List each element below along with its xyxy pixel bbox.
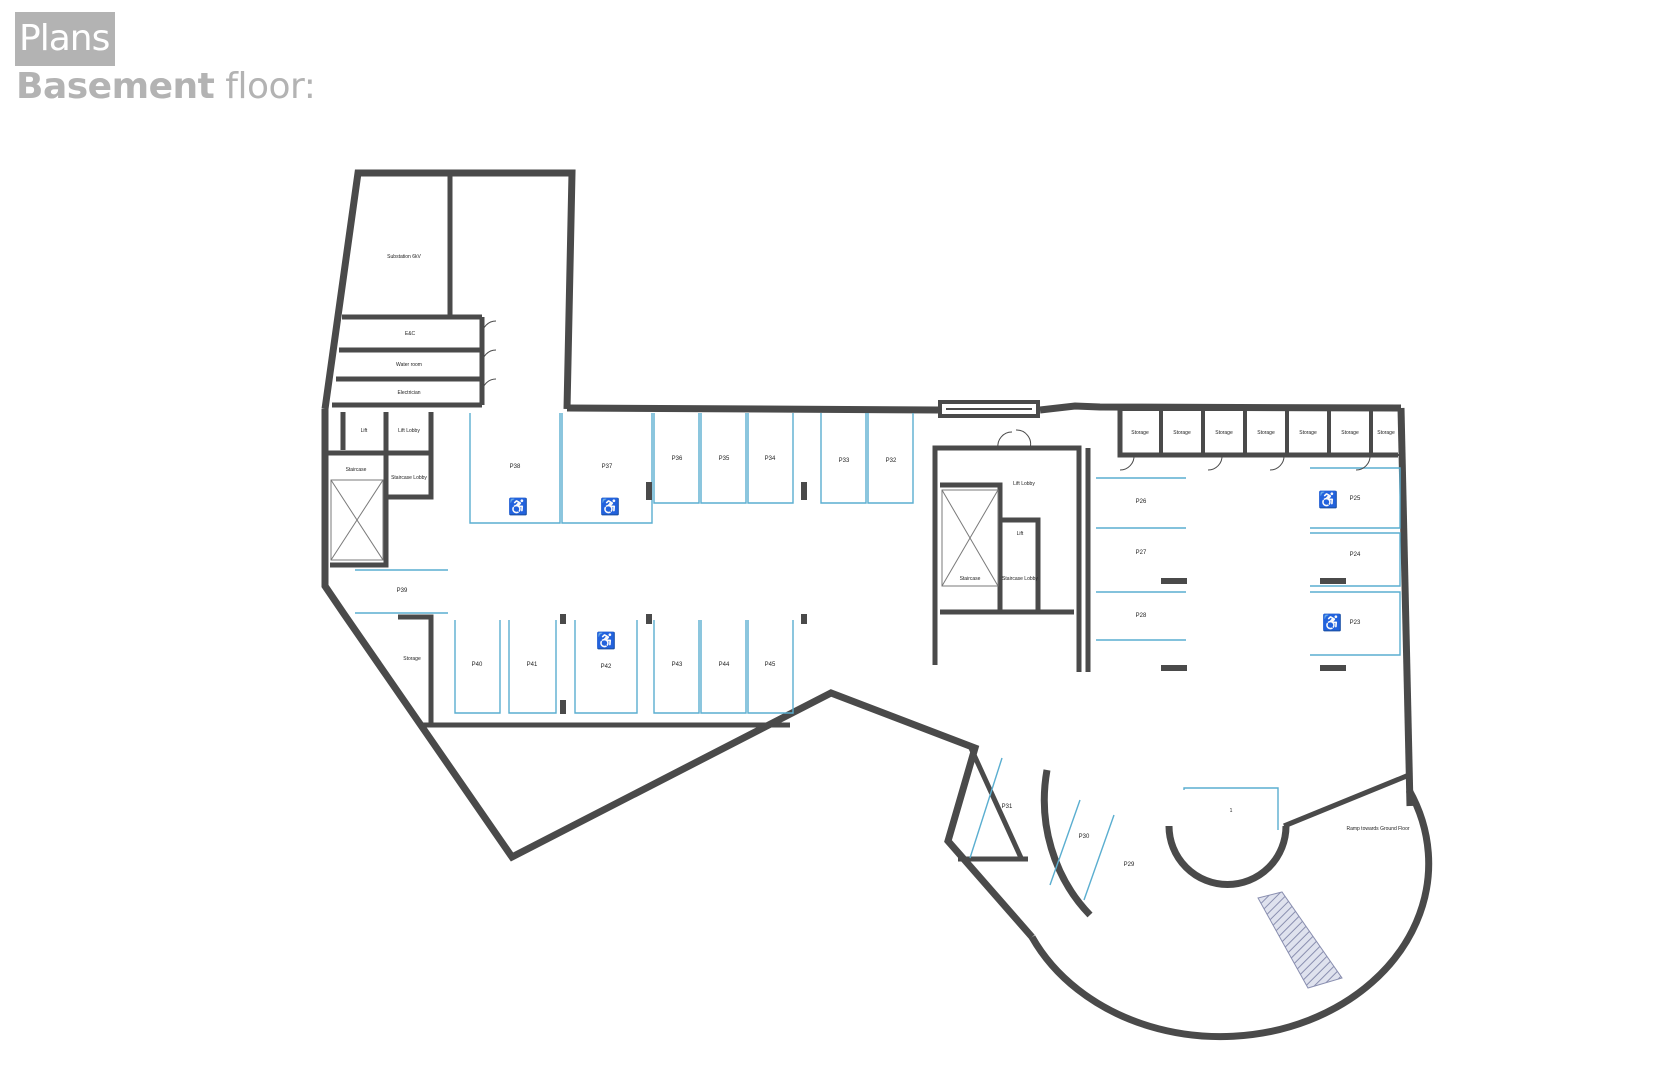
parking-p35: P35 [719,456,730,462]
parking-p29: P29 [1124,862,1135,868]
parking-p25: P25 [1350,496,1361,502]
wall-core [1165,825,1290,888]
room-storage-left: Storage [403,656,421,662]
parking-p24: P24 [1350,552,1361,558]
stair-icon [330,479,999,587]
storage-label: Storage [1173,430,1191,436]
parking-lines [355,413,1401,901]
wheel-stops [560,482,1346,714]
room-lift-left: Lift [361,428,368,434]
wall-ramp-divider [1283,772,1410,829]
ramp-unit-label: 1 [1230,808,1233,814]
storage-unit-2 [1161,409,1203,456]
plans-tag: Plans [15,12,116,66]
parking-p41: P41 [527,662,538,668]
parking-p31: P31 [1002,804,1013,810]
wall-top-right [1039,402,1402,414]
floor-title: Basement floor: [16,64,316,110]
parking-p45: P45 [765,662,776,668]
parking-p42: P42 [601,664,612,670]
accessible-parking-icon: ♿ [600,497,620,516]
storage-unit-7 [1371,409,1402,456]
storage-label: Storage [1257,430,1275,436]
parking-p33: P33 [839,458,850,464]
wall-storage-left [398,614,434,726]
wall-stair-left [327,450,389,568]
wall-ramp-arc-inner [1040,769,1093,918]
storage-label: Storage [1215,430,1233,436]
room-liftlobby-mid: Lift Lobby [1013,481,1035,487]
storage-label: Storage [1377,430,1395,436]
parking-p36: P36 [672,456,683,462]
storage-unit-1 [1119,409,1161,456]
outer-walls [321,169,1433,1041]
room-stairlobby-left: Staircase Lobby [391,475,427,481]
parking-p32: P32 [886,458,897,464]
parking-p38: P38 [510,464,521,470]
accessible-parking-icon: ♿ [1322,613,1342,632]
wall-top [566,404,939,414]
wall-lobby-left [383,412,434,500]
wall-left [321,409,1035,940]
room-liftlobby-left: Lift Lobby [398,428,420,434]
storage-label: Storage [1341,430,1359,436]
room-esc: E&C [405,331,416,337]
floor-title-bold: Basement [16,66,215,107]
room-electrician: Electrician [397,390,420,396]
storage-unit-3 [1203,409,1245,456]
door-swing-icon [481,320,1371,471]
room-staircase-left: Staircase [346,467,367,473]
parking-p40: P40 [472,662,483,668]
parking-p37: P37 [602,464,613,470]
accessible-parking-icon: ♿ ♿ ♿ ♿ ♿ [508,490,1342,650]
wall-lift-mid [1000,517,1041,612]
floor-title-rest: floor: [225,66,316,107]
parking-p39: P39 [397,588,408,594]
storage-row: Storage Storage Storage Storage Storage … [1119,409,1402,456]
room-substation: Substation 6kV [387,254,421,260]
storage-label: Storage [1299,430,1317,436]
wall-right [1397,407,1414,807]
wall-ramp-arc [1028,788,1433,1041]
inner-walls [327,175,1410,862]
accessible-parking-icon: ♿ [508,497,528,516]
room-staircase-mid: Staircase [960,576,981,582]
room-lift-mid: Lift [1017,531,1024,537]
storage-unit-4 [1245,409,1287,456]
parking-p30: P30 [1079,834,1090,840]
room-water: Water room [396,362,422,368]
parking-p44: P44 [719,662,730,668]
wall-core-mid [932,445,1082,665]
parking-p27: P27 [1136,550,1147,556]
wall-nw-wing [321,169,576,410]
parking-p34: P34 [765,456,776,462]
storage-unit-5 [1287,409,1329,456]
parking-p26: P26 [1136,499,1147,505]
parking-p28: P28 [1136,613,1147,619]
storage-label: Storage [1131,430,1149,436]
ramp-label: Ramp towards Ground Floor [1346,826,1409,832]
storage-unit-6 [1329,409,1371,456]
wall-stair-mid [940,482,1003,612]
wall-p31-left [967,744,1025,862]
parking-p23: P23 [1350,620,1361,626]
ramp-hatch-icon [1257,891,1343,989]
accessible-parking-icon: ♿ [596,631,616,650]
accessible-parking-icon: ♿ [1318,490,1338,509]
parking-p43: P43 [672,662,683,668]
room-stairlobby-mid: Staircase Lobby [1002,576,1038,582]
